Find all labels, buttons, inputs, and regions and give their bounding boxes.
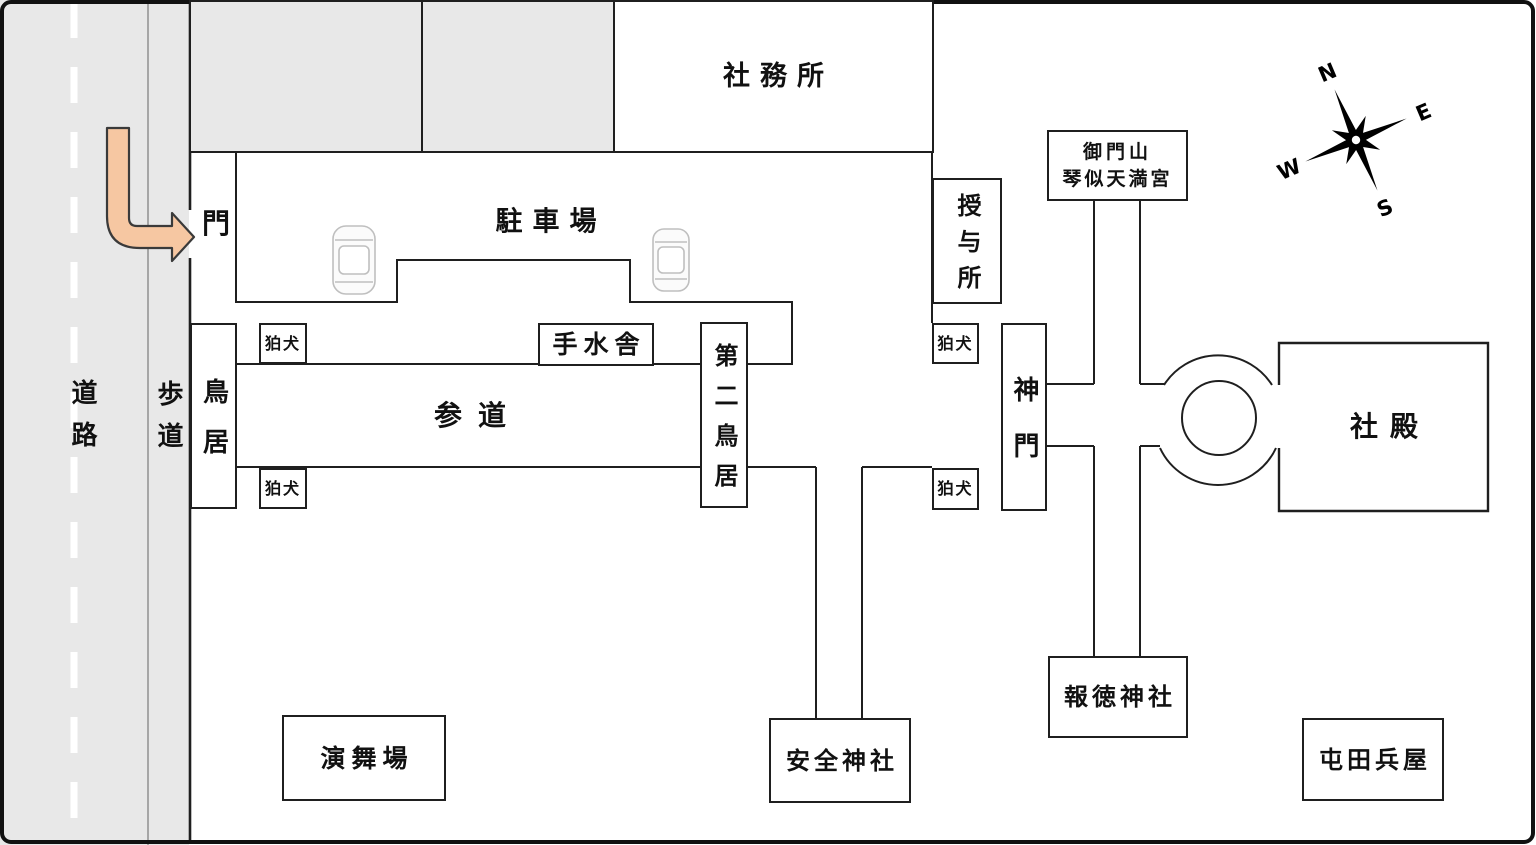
komainu-box-ne: 狛犬 bbox=[932, 323, 979, 364]
shrine-name-line2: 琴似天満宮 bbox=[1062, 167, 1173, 190]
komainu-label: 狛犬 bbox=[937, 479, 974, 498]
komainu-box-sw: 狛犬 bbox=[259, 468, 307, 509]
tondenhei-house-label: 屯田兵屋 bbox=[1319, 745, 1431, 774]
tondenhei-house-building: 屯田兵屋 bbox=[1302, 718, 1444, 801]
shinmon-label: 神門 bbox=[1009, 376, 1039, 488]
torii-label: 鳥居 bbox=[198, 378, 229, 478]
sidewalk-label: 歩道 bbox=[153, 380, 183, 464]
shrine-office-label: 社務所 bbox=[723, 61, 834, 92]
compass-w-label: W bbox=[1274, 154, 1305, 185]
road-area bbox=[0, 0, 189, 845]
second-torii-gate: 第二鳥居 bbox=[700, 322, 748, 508]
parking-label: 駐車場 bbox=[495, 206, 607, 238]
hotoku-shrine-label: 報徳神社 bbox=[1064, 683, 1176, 711]
main-hall-outline bbox=[1277, 341, 1490, 513]
north-building-block bbox=[421, 0, 615, 153]
plaza-ring bbox=[1159, 354, 1277, 486]
anzen-shrine-label: 安全神社 bbox=[786, 746, 898, 775]
komainu-label: 狛犬 bbox=[264, 478, 301, 498]
juyosho-label: 授与所 bbox=[953, 193, 981, 301]
path-lines bbox=[235, 152, 1164, 718]
gate-label: 門 bbox=[201, 207, 231, 240]
komainu-label: 狛犬 bbox=[264, 333, 301, 353]
anzen-shrine-building: 安全神社 bbox=[769, 718, 911, 803]
torii-gate: 鳥居 bbox=[190, 323, 237, 509]
entrance-arrow-icon bbox=[105, 126, 196, 263]
komainu-box-nw: 狛犬 bbox=[259, 323, 307, 364]
stage-building: 演舞場 bbox=[282, 715, 446, 801]
main-hall-label: 社殿 bbox=[1349, 410, 1431, 443]
car-icon bbox=[332, 225, 376, 295]
north-building-block bbox=[189, 0, 423, 153]
hotoku-shrine-building: 報徳神社 bbox=[1048, 656, 1188, 738]
shinmon-gate: 神門 bbox=[1001, 323, 1047, 511]
komainu-label: 狛犬 bbox=[937, 333, 974, 353]
shrine-office-building: 社務所 bbox=[613, 0, 934, 153]
compass-n-label: N bbox=[1315, 58, 1341, 87]
komainu-box-se: 狛犬 bbox=[932, 468, 979, 510]
temizuya-building: 手水舎 bbox=[538, 323, 654, 366]
second-torii-label: 第二鳥居 bbox=[710, 343, 738, 503]
approach-label: 参道 bbox=[433, 399, 523, 432]
juyosho-building: 授与所 bbox=[932, 178, 1002, 304]
shrine-name-line1: 御門山 bbox=[1082, 140, 1152, 163]
car-icon bbox=[652, 228, 690, 292]
temizuya-label: 手水舎 bbox=[552, 330, 646, 359]
compass-e-label: E bbox=[1412, 99, 1435, 127]
compass-rose-icon: N E S W bbox=[1274, 58, 1435, 222]
stage-label: 演舞場 bbox=[320, 743, 414, 773]
shrine-name-sign: 御門山 琴似天満宮 bbox=[1047, 130, 1188, 201]
compass-s-label: S bbox=[1373, 194, 1396, 222]
road-label: 道路 bbox=[67, 379, 97, 463]
